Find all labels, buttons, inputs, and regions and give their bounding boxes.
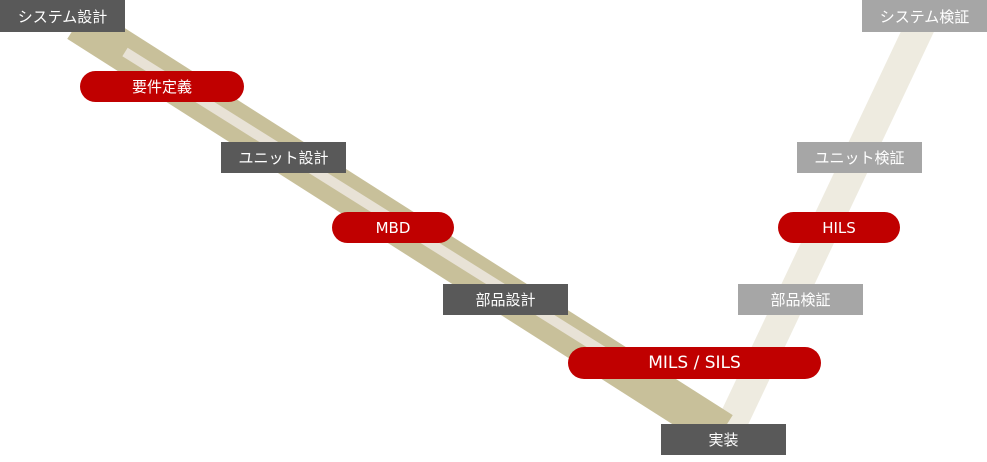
part-verification-label: 部品検証 xyxy=(738,284,863,315)
requirements-pill: 要件定義 xyxy=(80,71,244,102)
system-design-label: システム設計 xyxy=(0,0,125,32)
unit-verification-label: ユニット検証 xyxy=(797,142,922,173)
part-design-label: 部品設計 xyxy=(443,284,568,315)
system-verification-label: システム検証 xyxy=(862,0,987,32)
unit-design-label: ユニット設計 xyxy=(221,142,346,173)
mbd-pill: MBD xyxy=(332,212,454,243)
hils-pill: HILS xyxy=(778,212,900,243)
implementation-label: 実装 xyxy=(661,424,786,455)
mils-sils-pill: MILS / SILS xyxy=(568,347,821,379)
